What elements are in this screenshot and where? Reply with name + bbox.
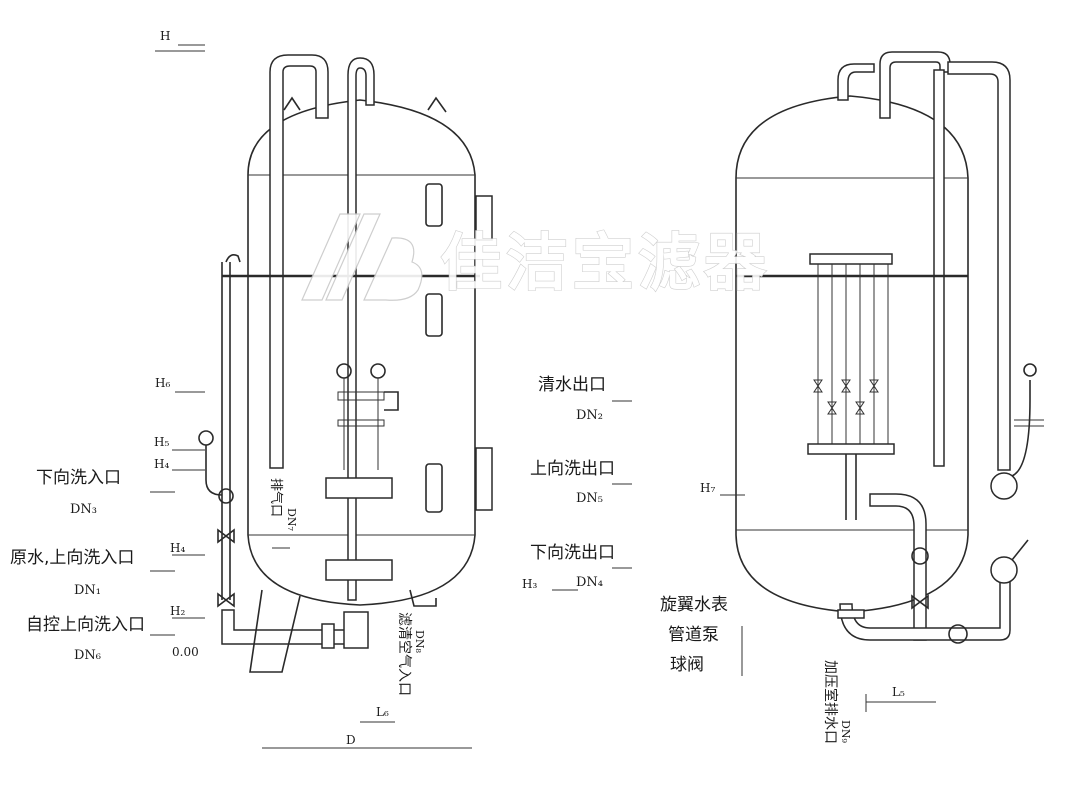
- middle-labels: 清水出口 DN₂ 上向洗出口 DN₅ 下向洗出口 DN₄ H₃: [522, 375, 615, 591]
- vlabel-exhaust-dn: DN₇: [285, 508, 298, 531]
- watermark-logo: [301, 213, 423, 301]
- vlabel-exhaust: 排气口: [268, 478, 284, 517]
- dim-d: D: [346, 733, 356, 747]
- dim-h: H: [160, 29, 170, 43]
- port-label-upwash-outlet: 上向洗出口: [530, 459, 615, 479]
- dim-h3: H₃: [522, 577, 537, 591]
- dim-h4a: H₄: [154, 457, 169, 471]
- legend-pipe-pump: 管道泵: [668, 625, 719, 645]
- dim-h4b: H₄: [170, 541, 185, 555]
- dim-zero: 0.00: [172, 645, 199, 659]
- port-dn-downwash-outlet: DN₄: [576, 575, 603, 590]
- right-dimension-lines: [552, 400, 936, 712]
- watermark-text: 佳洁宝滤器: [440, 226, 770, 299]
- left-labels: H H₆ H₅ H₄ H₄ H₂ 0.00 L₆ D 下向洗入口 DN₃ 原水,…: [10, 29, 426, 747]
- legend-rotameter: 旋翼水表: [660, 595, 728, 615]
- legend-ball-valve: 球阀: [670, 655, 704, 675]
- port-dn-clean-outlet: DN₂: [576, 408, 603, 423]
- right-vessel: [735, 51, 1044, 644]
- vlabel-clean-air-inlet-dn: DN₈: [413, 630, 426, 653]
- port-label-downwash-outlet: 下向洗出口: [530, 543, 615, 563]
- vlabel-pressure-drain-dn: DN₉: [839, 720, 852, 743]
- right-labels: H₇ L₅ 旋翼水表 管道泵 球阀 加压室排水口 DN₉: [660, 481, 905, 744]
- port-label-raw-water-inlet: 原水,上向洗入口: [10, 548, 134, 568]
- port-label-clean-outlet: 清水出口: [538, 375, 606, 395]
- port-dn-downwash-inlet: DN₃: [70, 502, 97, 517]
- left-vessel: [198, 54, 493, 673]
- watermark: 佳洁宝滤器: [301, 213, 770, 301]
- dim-h6: H₆: [155, 376, 170, 390]
- left-dimension-lines: [150, 44, 472, 749]
- port-dn-upwash-outlet: DN₅: [576, 491, 603, 506]
- vlabel-clean-air-inlet: 滤清空气入口: [396, 612, 412, 696]
- vlabel-pressure-drain: 加压室排水口: [822, 660, 839, 744]
- port-dn-raw-water-inlet: DN₁: [74, 583, 101, 598]
- dim-h5: H₅: [154, 435, 169, 449]
- port-dn-auto-upwash-inlet: DN₆: [74, 648, 101, 663]
- port-label-downwash-inlet: 下向洗入口: [36, 468, 121, 488]
- dim-l6: L₆: [376, 705, 389, 719]
- dim-h7: H₇: [700, 481, 715, 495]
- port-label-auto-upwash-inlet: 自控上向洗入口: [26, 615, 145, 635]
- dim-h2: H₂: [170, 604, 185, 618]
- dim-l5: L₅: [892, 685, 905, 699]
